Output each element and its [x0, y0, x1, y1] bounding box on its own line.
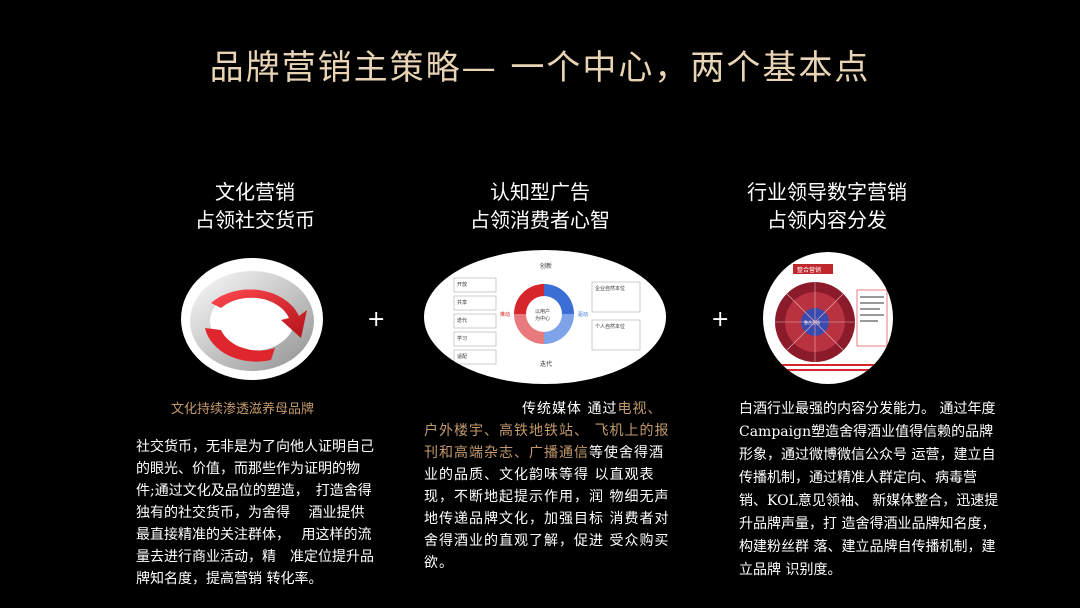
plus-sign-1: +	[367, 307, 386, 332]
col3-heading-line2: 占领内容分发	[767, 208, 887, 232]
cognitive-ad-cycle-diagram: 创新 以用户 为中心 推动 驱动 迭代 开放 共享 迭代 学习 适配 企业自然本…	[424, 250, 666, 384]
right-item-0: 企业自然本位	[595, 285, 625, 292]
col3-heading: 行业领导数字营销 占领内容分发	[697, 178, 957, 234]
diagram-center-line1: 以用户	[535, 308, 550, 315]
col3-heading-line1: 行业领导数字营销	[747, 180, 907, 204]
swirl-icon	[190, 271, 314, 371]
left-item-3: 学习	[457, 335, 467, 342]
col1-heading-line2: 占领社交货币	[195, 208, 315, 232]
col2-body-part2: 等使舍得酒业的品质、文化韵味等得 以直观表现，不断地起提示作用，润 物细无声地传…	[424, 445, 670, 571]
diagram-right-arrow-label: 驱动	[578, 311, 588, 318]
col3-body: 白酒行业最强的内容分发能力。 通过年度Campaign塑造舍得酒业值得信赖的品牌…	[739, 401, 999, 578]
col1-body: 社交货币，无非是为了向他人证明自己的眼光、价值，而那些作为证明的物件;通过文化及…	[136, 439, 374, 587]
col2-heading: 认知型广告 占领消费者心智	[410, 178, 670, 234]
diagram-top-label: 创新	[540, 262, 552, 270]
left-item-1: 共享	[457, 299, 467, 306]
col2-heading-line1: 认知型广告	[490, 180, 590, 204]
left-item-0: 开放	[457, 281, 467, 288]
plus-sign-2: +	[711, 307, 730, 332]
diagram-right-list: 企业自然本位 个人自然本位	[591, 281, 641, 351]
diagram-left-arrow-label: 推动	[500, 311, 510, 318]
col2-heading-line2: 占领消费者心智	[470, 208, 610, 232]
col2-body: 传统媒体 通过电视、户外楼宇、高铁地铁站、 飞机上的报刊和高端杂志、广播通信等使…	[424, 398, 674, 574]
left-item-2: 迭代	[457, 317, 467, 324]
page-title: 品牌营销主策略— 一个中心，两个基本点	[209, 48, 871, 88]
col2-body-highlight: 电视、户外楼宇、高铁地铁站、 飞机上的报刊和高端杂志、广播通信	[424, 401, 670, 461]
col1-tagline: 文化持续渗透滋养母品牌	[171, 402, 315, 417]
diagram-left-list: 开放 共享 迭代 学习 适配	[453, 277, 497, 365]
col2-body-part1: 传统媒体 通过	[522, 401, 618, 417]
diagram-center-line2: 为中心	[535, 315, 550, 322]
diagram-bottom-label: 迭代	[540, 360, 552, 368]
right-item-1: 个人自然本位	[595, 323, 625, 330]
col1-heading-line1: 文化营销	[215, 180, 295, 204]
digital-marketing-wheel-image: 整合营销 整合营销	[763, 252, 893, 384]
cultural-marketing-swirl-image	[181, 258, 323, 380]
wheel-banner: 整合营销	[797, 266, 821, 274]
left-item-4: 适配	[457, 353, 467, 360]
col1-heading: 文化营销 占领社交货币	[125, 178, 385, 234]
